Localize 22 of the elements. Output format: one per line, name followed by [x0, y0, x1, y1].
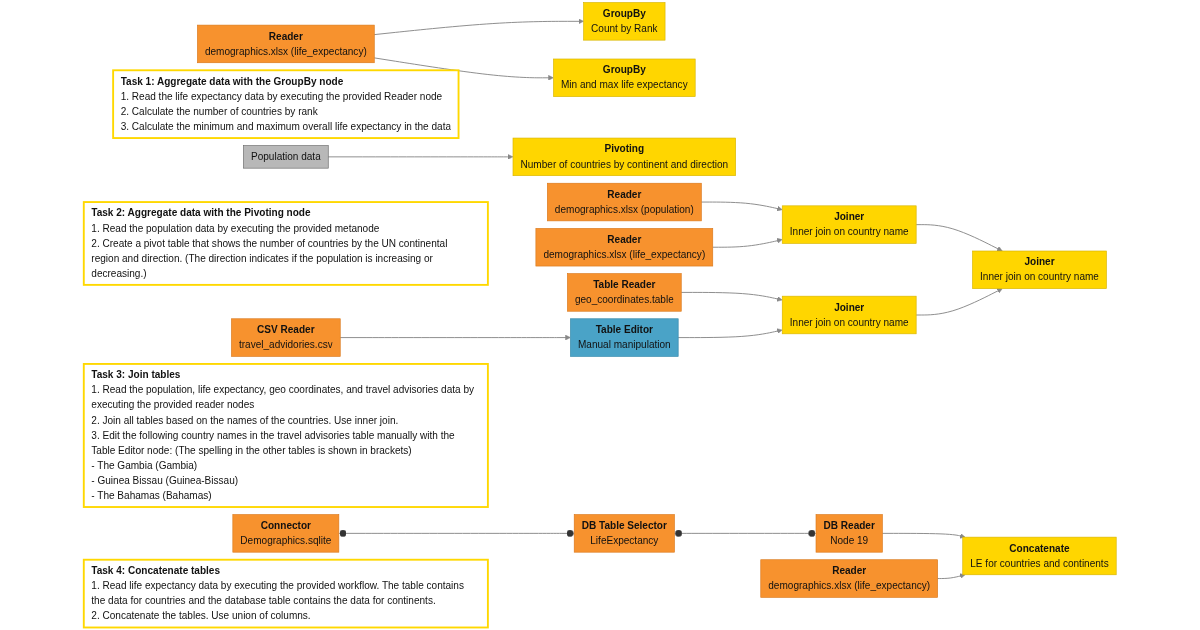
node-box: Task 2: Aggregate data with the Pivoting node 1. Read the population data by executing the provided metanode 2. Create a pivot table that shows the number of countries by the UN continental region and direction. (The direction indicates if the population is increasing or decreasing.) [82, 201, 489, 286]
node-box: DB Reader Node 19 [815, 514, 883, 553]
node-box: Joiner Inner join on country name [972, 250, 1107, 289]
node-box: Population data [243, 145, 329, 169]
node-box: Connector Demographics.sqlite [232, 514, 340, 553]
node-box: Reader demographics.xlsx (life_expectancy) [535, 228, 714, 267]
node-box: DB Table Selector LifeExpectancy [573, 514, 675, 553]
node-box: CSV Reader travel_advidories.csv [231, 318, 341, 357]
node-box: Reader demographics.xlsx (life_expectancy) [760, 559, 938, 598]
node-box: Reader demographics.xlsx (population) [547, 182, 702, 222]
node-box: Pivoting Number of countries by continent and direction [512, 137, 736, 176]
node-box: Task 4: Concatenate tables 1. Read life expectancy data by executing the provided workflow. The table contains the data for countries and the database table contains the data for continents. 2. Concatenate the tables. Use union of columns. [82, 558, 489, 629]
node-box: Table Reader geo_coordinates.table [567, 273, 682, 312]
node-box: GroupBy Count by Rank [583, 2, 666, 41]
node-box: Task 3: Join tables 1. Read the population, life expectancy, geo coordinates, and travel advisories data by executing the provided reader nodes 2. Join all tables based on the names of the countries. Use inner join. 3. Edit the following country names in the travel advisories table manually with the Table Editor node: (The spelling in the other tables is shown in brackets) - The Gambia (Gambia) - Guinea Bissau (Guinea-Bissau) - The Bahamas (Bahamas) [82, 363, 489, 508]
node-box: GroupBy Min and max life expectancy [553, 58, 696, 97]
node-box: Table Editor Manual manipulation [570, 318, 679, 357]
node-box: Reader demographics.xlsx (life_expectancy) [197, 24, 375, 64]
node-box: Concatenate LE for countries and continents [962, 536, 1117, 576]
node-box: Joiner Inner join on country name [781, 295, 917, 335]
node-box: Task 1: Aggregate data with the GroupBy node 1. Read the life expectancy data by executing the provided Reader node 2. Calculate the number of countries by rank 3. Calculate the minimum and maximum overall life expectancy in the data [112, 69, 460, 139]
node-box: Joiner Inner join on country name [781, 205, 917, 244]
